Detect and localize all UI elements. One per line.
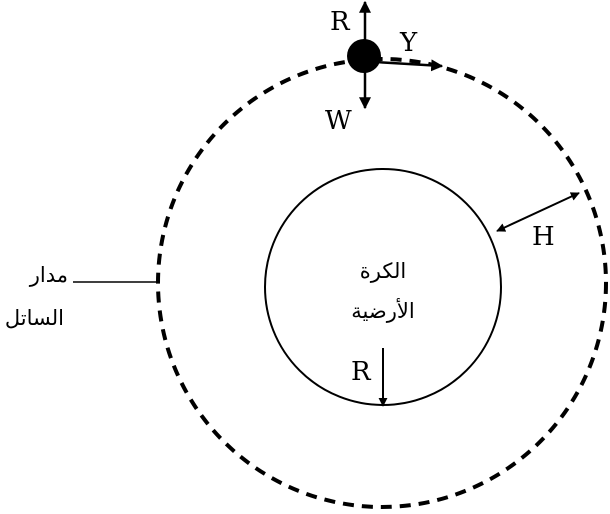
earth-label-line2: الأرضية <box>351 298 414 323</box>
orbit-circle <box>156 57 608 509</box>
force-up-label: R <box>330 7 351 37</box>
velocity-arrow <box>374 59 444 72</box>
altitude-arrow <box>496 192 580 232</box>
force-down-label: W <box>325 106 352 136</box>
earth-label-line1: الكرة <box>360 259 406 283</box>
earth-radius-label: R <box>351 357 372 387</box>
orbit-label-line1: مدار <box>29 263 68 287</box>
velocity-label: Y <box>399 28 418 58</box>
orbit-label-line2: الساتل <box>5 306 64 330</box>
satellite <box>347 39 381 73</box>
altitude-label: H <box>532 222 555 252</box>
